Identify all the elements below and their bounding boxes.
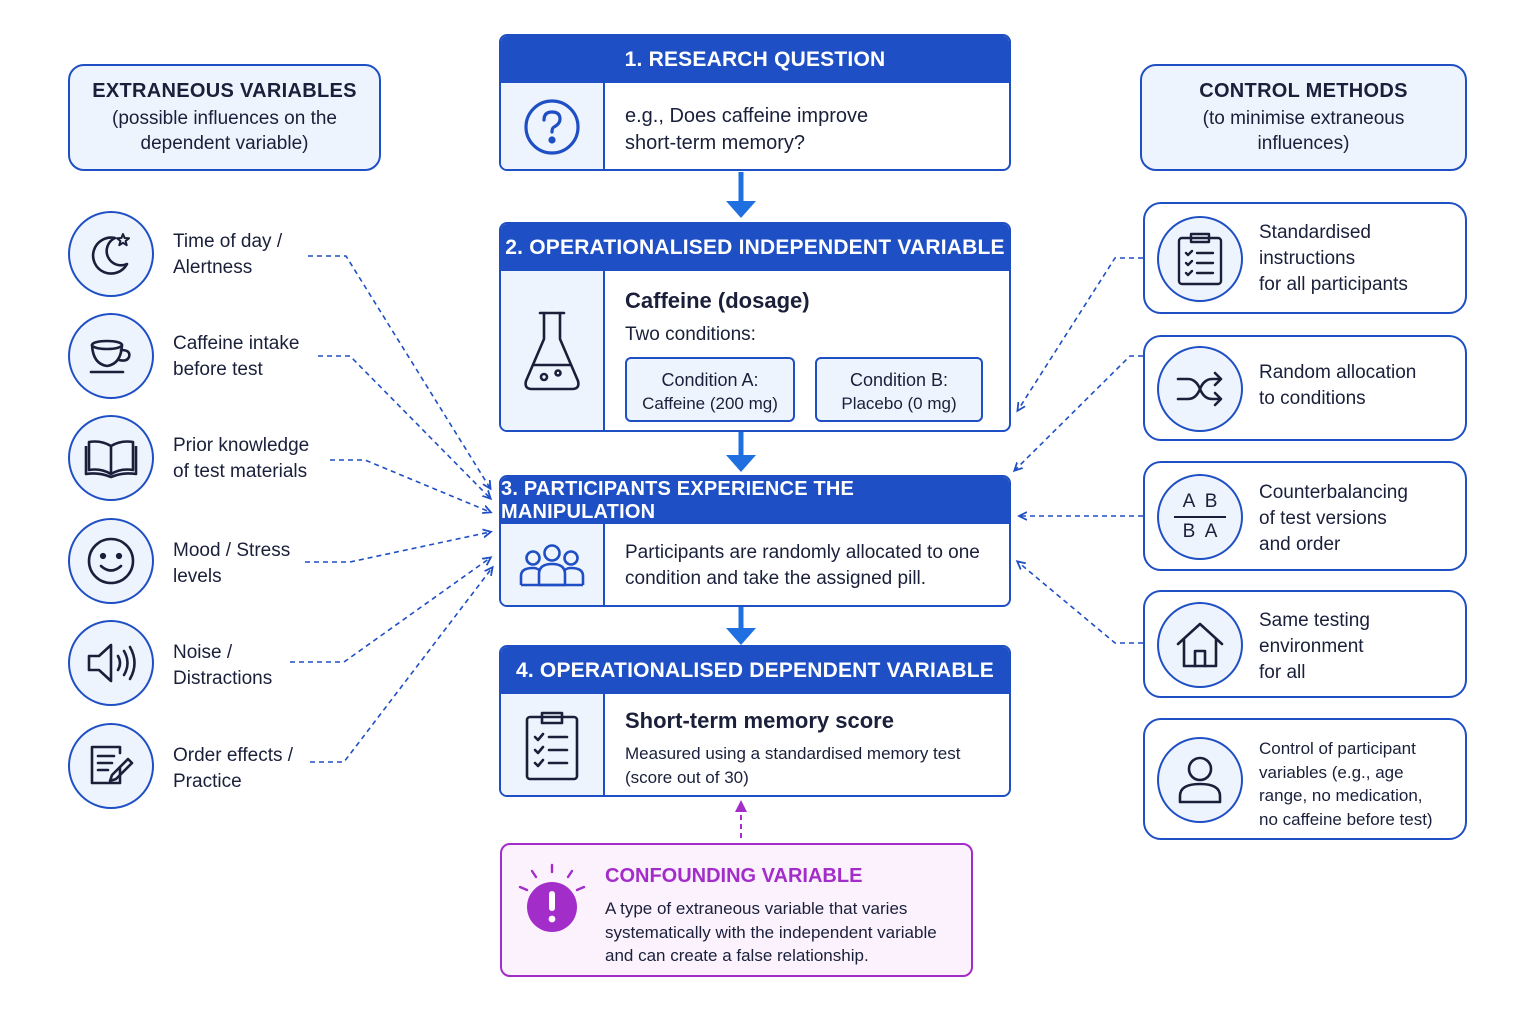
extraneous-variables-header: EXTRANEOUS VARIABLES (possible influence…	[68, 64, 381, 171]
condition-a-label: Condition A:	[661, 370, 759, 390]
extraneous-item-mood-stress: Mood / Stress levels	[68, 518, 398, 604]
ab-glyph-bottom: B A	[1182, 521, 1218, 542]
control-methods-title: CONTROL METHODS	[1199, 79, 1408, 102]
confounding-text: and can create a false relationship.	[605, 946, 869, 965]
extraneous-variables-title: EXTRANEOUS VARIABLES	[92, 79, 357, 102]
control-item-label: variables (e.g., age	[1259, 762, 1404, 782]
control-item-label: Random allocation	[1259, 362, 1417, 383]
control-item-standardised-instructions: Standardised instructions for all partic…	[1143, 202, 1467, 314]
control-item-label: and order	[1259, 534, 1341, 555]
iv-heading: Caffeine (dosage)	[625, 288, 810, 313]
step-independent-variable: 2. OPERATIONALISED INDEPENDENT VARIABLE …	[499, 222, 1011, 432]
extraneous-subtitle-line2: dependent variable)	[140, 132, 309, 154]
extraneous-item-label: Time of day /	[173, 231, 283, 252]
connector-same-environment	[1018, 562, 1143, 644]
document-pencil-icon	[68, 723, 154, 809]
dv-heading: Short-term memory score	[625, 708, 894, 733]
speaker-icon	[68, 620, 154, 706]
control-item-label: Standardised	[1259, 222, 1371, 243]
smiley-face-icon	[68, 518, 154, 604]
step-3-title: 3. PARTICIPANTS EXPERIENCE THE MANIPULAT…	[501, 477, 1009, 524]
control-item-label: instructions	[1259, 248, 1356, 269]
extraneous-item-label: Prior knowledge	[173, 435, 310, 456]
exclamation-burst-icon	[514, 861, 590, 937]
flask-icon	[501, 271, 605, 430]
extraneous-item-label: of test materials	[173, 461, 308, 482]
extraneous-item-label: levels	[173, 566, 222, 587]
step-2-title: 2. OPERATIONALISED INDEPENDENT VARIABLE	[501, 224, 1009, 271]
research-question-text: e.g., Does caffeine improve	[625, 105, 869, 127]
coffee-cup-icon	[68, 313, 154, 399]
extraneous-item-label: Caffeine intake	[173, 333, 300, 354]
manipulation-text: condition and take the assigned pill.	[625, 568, 927, 589]
control-item-label: for all	[1259, 662, 1306, 683]
condition-b-box: Condition B: Placebo (0 mg)	[815, 357, 983, 422]
ab-ba-icon: A B B A	[1157, 474, 1243, 560]
control-item-label: Counterbalancing	[1259, 482, 1408, 503]
manipulation-text: Participants are randomly allocated to o…	[625, 542, 980, 563]
house-icon	[1157, 602, 1243, 688]
clipboard-list-icon	[1157, 216, 1243, 302]
control-item-counterbalancing: A B B A Counterbalancing of test version…	[1143, 461, 1467, 571]
clipboard-checklist-icon	[501, 694, 605, 795]
confounding-text: systematically with the independent vari…	[605, 922, 937, 942]
extraneous-item-label: Distractions	[173, 668, 273, 689]
control-item-label: Same testing	[1259, 610, 1370, 631]
flow-arrow-2-3	[726, 432, 756, 472]
control-item-label: Control of participant	[1259, 739, 1416, 758]
shuffle-icon	[1157, 346, 1243, 432]
extraneous-subtitle-line1: (possible influences on the	[112, 107, 337, 129]
confounding-text: A type of extraneous variable that varie…	[605, 899, 908, 918]
condition-a-box: Condition A: Caffeine (200 mg)	[625, 357, 795, 422]
control-item-label: environment	[1259, 636, 1364, 657]
control-item-label: no caffeine before test)	[1259, 809, 1433, 829]
step-4-title: 4. OPERATIONALISED DEPENDENT VARIABLE	[501, 647, 1009, 694]
control-item-label: range, no medication,	[1259, 786, 1423, 805]
extraneous-item-label: before test	[173, 359, 263, 380]
extraneous-item-label: Alertness	[173, 257, 253, 278]
extraneous-item-label: Noise /	[173, 642, 233, 663]
control-item-label: to conditions	[1259, 388, 1366, 409]
control-item-participant-variables: Control of participant variables (e.g., …	[1143, 718, 1467, 840]
condition-a-value: Caffeine (200 mg)	[642, 394, 778, 413]
flow-arrow-3-4	[726, 607, 756, 645]
control-subtitle-line1: (to minimise extraneous	[1202, 107, 1405, 129]
moon-star-icon	[68, 211, 154, 297]
extraneous-item-label: Order effects /	[173, 745, 294, 766]
extraneous-item-label: Practice	[173, 771, 242, 792]
extraneous-item-time-of-day: Time of day / Alertness	[68, 211, 398, 297]
connector-random	[1015, 355, 1143, 470]
confounding-variable-box: CONFOUNDING VARIABLE A type of extraneou…	[500, 843, 973, 977]
dv-description: Measured using a standardised memory tes…	[625, 744, 961, 763]
extraneous-item-label: Mood / Stress	[173, 540, 291, 561]
extraneous-item-noise: Noise / Distractions	[68, 620, 398, 706]
research-question-text: short-term memory?	[625, 132, 806, 154]
extraneous-item-order-effects: Order effects / Practice	[68, 723, 398, 809]
confounding-title: CONFOUNDING VARIABLE	[605, 865, 863, 887]
control-item-label: for all participants	[1259, 274, 1408, 295]
extraneous-item-prior-knowledge: Prior knowledge of test materials	[68, 415, 398, 501]
question-mark-icon	[501, 83, 605, 169]
condition-b-label: Condition B:	[849, 370, 949, 390]
step-dependent-variable: 4. OPERATIONALISED DEPENDENT VARIABLE Sh…	[499, 645, 1011, 797]
condition-b-value: Placebo (0 mg)	[841, 394, 957, 413]
ab-glyph-top: A B	[1182, 491, 1218, 512]
person-icon	[1157, 737, 1243, 823]
iv-subheading: Two conditions:	[625, 324, 756, 345]
extraneous-item-caffeine-intake: Caffeine intake before test	[68, 313, 398, 399]
control-item-random-allocation: Random allocation to conditions	[1143, 335, 1467, 441]
ab-glyph-divider	[1174, 516, 1226, 518]
dv-description: (score out of 30)	[625, 768, 749, 787]
group-icon	[501, 524, 605, 605]
control-subtitle-line2: influences)	[1257, 132, 1350, 154]
control-item-same-environment: Same testing environment for all	[1143, 590, 1467, 698]
step-1-title: 1. RESEARCH QUESTION	[501, 36, 1009, 83]
open-book-icon	[68, 415, 154, 501]
flow-arrow-1-2	[726, 172, 756, 218]
step-manipulation: 3. PARTICIPANTS EXPERIENCE THE MANIPULAT…	[499, 475, 1011, 607]
control-item-label: of test versions	[1259, 508, 1387, 529]
step-research-question: 1. RESEARCH QUESTION e.g., Does caffeine…	[499, 34, 1011, 171]
control-methods-header: CONTROL METHODS (to minimise extraneous …	[1140, 64, 1467, 171]
connector-standardised	[1018, 257, 1143, 410]
